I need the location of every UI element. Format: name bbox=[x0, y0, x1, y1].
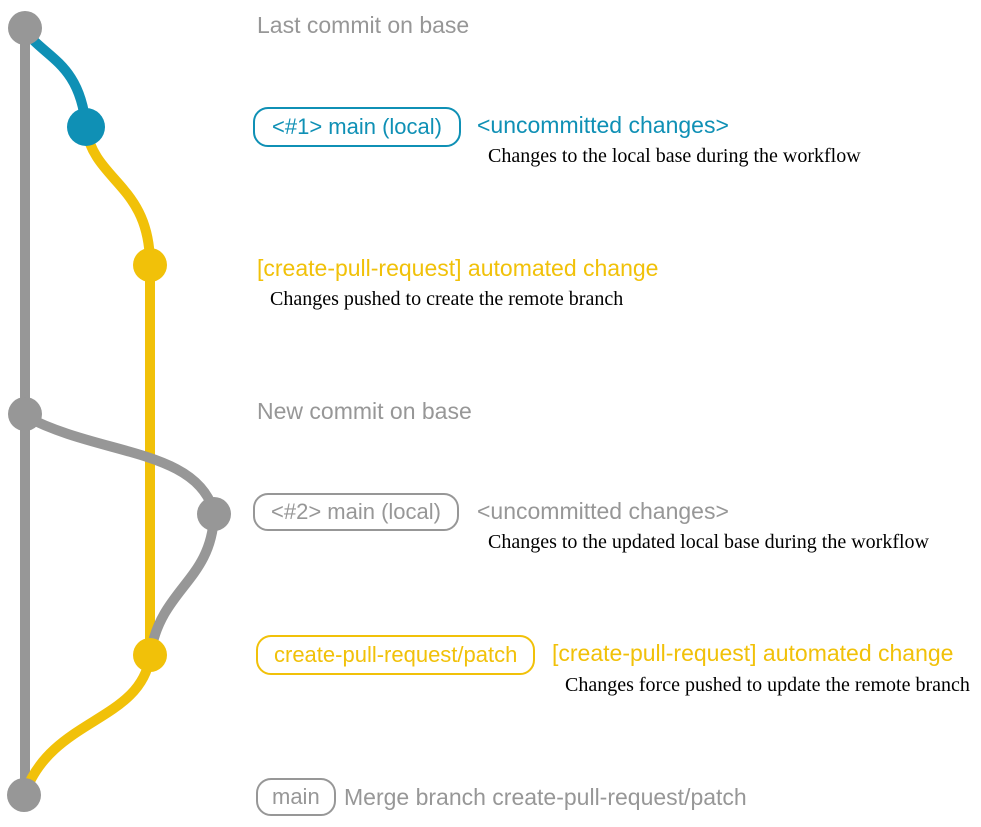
label-merge-message: Merge branch create-pull-request/patch bbox=[344, 784, 747, 810]
local-main-2-to-patch-curve bbox=[146, 511, 219, 655]
commit-dot-automated-change-2 bbox=[133, 638, 167, 672]
commit-dot-last-base bbox=[8, 11, 42, 45]
remote-branch-segment-1 bbox=[81, 124, 155, 270]
label-last-commit-on-base: Last commit on base bbox=[257, 12, 470, 38]
commit-dot-automated-change-1 bbox=[133, 248, 167, 282]
commit-dot-new-base bbox=[8, 397, 42, 431]
commit-dot-merge bbox=[7, 778, 41, 812]
badge-main-local-1: <#1> main (local) bbox=[253, 107, 461, 147]
label-automated-change-1: [create-pull-request] automated change bbox=[257, 255, 659, 281]
commit-dot-main-local-2 bbox=[197, 497, 231, 531]
label-new-commit-on-base: New commit on base bbox=[257, 398, 472, 424]
note-automated-1: Changes pushed to create the remote bran… bbox=[270, 288, 624, 310]
git-graph bbox=[7, 11, 231, 812]
badge-main-local-2: <#2> main (local) bbox=[253, 493, 459, 531]
note-uncommitted-1: Changes to the local base during the wor… bbox=[488, 145, 861, 167]
note-automated-2: Changes force pushed to update the remot… bbox=[565, 674, 970, 696]
base-to-local-main-2-curve bbox=[20, 411, 219, 517]
remote-branch-merge-segment bbox=[20, 652, 155, 798]
label-uncommitted-changes-1: <uncommitted changes> bbox=[477, 112, 729, 138]
note-uncommitted-2: Changes to the updated local base during… bbox=[488, 531, 929, 553]
label-automated-change-2: [create-pull-request] automated change bbox=[552, 640, 954, 666]
label-uncommitted-changes-2: <uncommitted changes> bbox=[477, 498, 729, 524]
badge-create-pull-request-patch: create-pull-request/patch bbox=[256, 635, 536, 675]
commit-dot-main-local-1 bbox=[67, 108, 105, 146]
badge-main: main bbox=[256, 778, 336, 816]
